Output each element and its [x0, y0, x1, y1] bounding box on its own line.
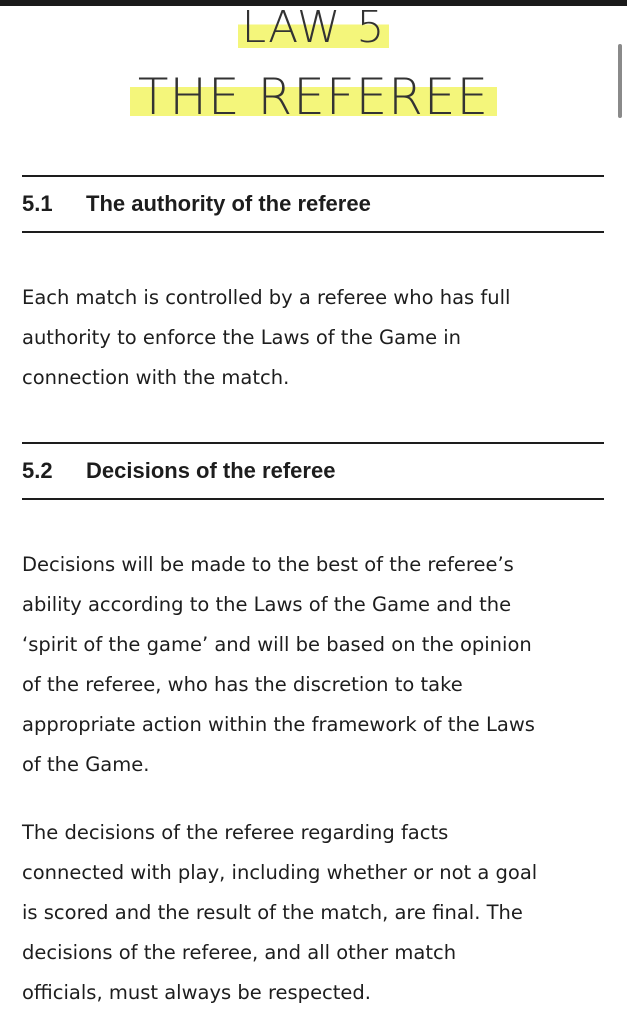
text-line: decisions of the referee, and all other …: [22, 941, 457, 964]
law-number-title: LAW 5: [0, 2, 627, 53]
paragraph-5-2-b: The decisions of the referee regarding f…: [22, 813, 606, 1013]
text-line: officials, must always be respected.: [22, 981, 372, 1004]
text-line: connected with play, including whether o…: [22, 861, 538, 884]
top-bar: [0, 0, 627, 6]
law-name-title: THE REFEREE: [0, 68, 627, 126]
text-line: The decisions of the referee regarding f…: [22, 821, 449, 844]
law-name-text: THE REFEREE: [129, 72, 498, 122]
section-header-5-1: 5.1 The authority of the referee: [22, 175, 604, 233]
text-line: connection with the match.: [22, 366, 290, 389]
text-line: ability according to the Laws of the Gam…: [22, 593, 512, 616]
section-number: 5.1: [22, 191, 53, 216]
section-heading: The authority of the referee: [86, 191, 371, 216]
scrollbar-thumb[interactable]: [618, 44, 622, 118]
paragraph-5-1-a: Each match is controlled by a referee wh…: [22, 278, 606, 398]
paragraph-5-2-a: Decisions will be made to the best of th…: [22, 545, 606, 785]
text-line: Decisions will be made to the best of th…: [22, 553, 514, 576]
section-heading: Decisions of the referee: [86, 458, 336, 483]
text-line: is scored and the result of the match, a…: [22, 901, 523, 924]
text-line: of the Game.: [22, 753, 150, 776]
law-number-text: LAW 5: [237, 6, 390, 50]
section-number: 5.2: [22, 458, 53, 483]
text-line: appropriate action within the framework …: [22, 713, 535, 736]
text-line: of the referee, who has the discretion t…: [22, 673, 463, 696]
text-line: Each match is controlled by a referee wh…: [22, 286, 511, 309]
text-line: authority to enforce the Laws of the Gam…: [22, 326, 462, 349]
text-line: ‘spirit of the game’ and will be based o…: [22, 633, 532, 656]
section-header-5-2: 5.2 Decisions of the referee: [22, 442, 604, 500]
